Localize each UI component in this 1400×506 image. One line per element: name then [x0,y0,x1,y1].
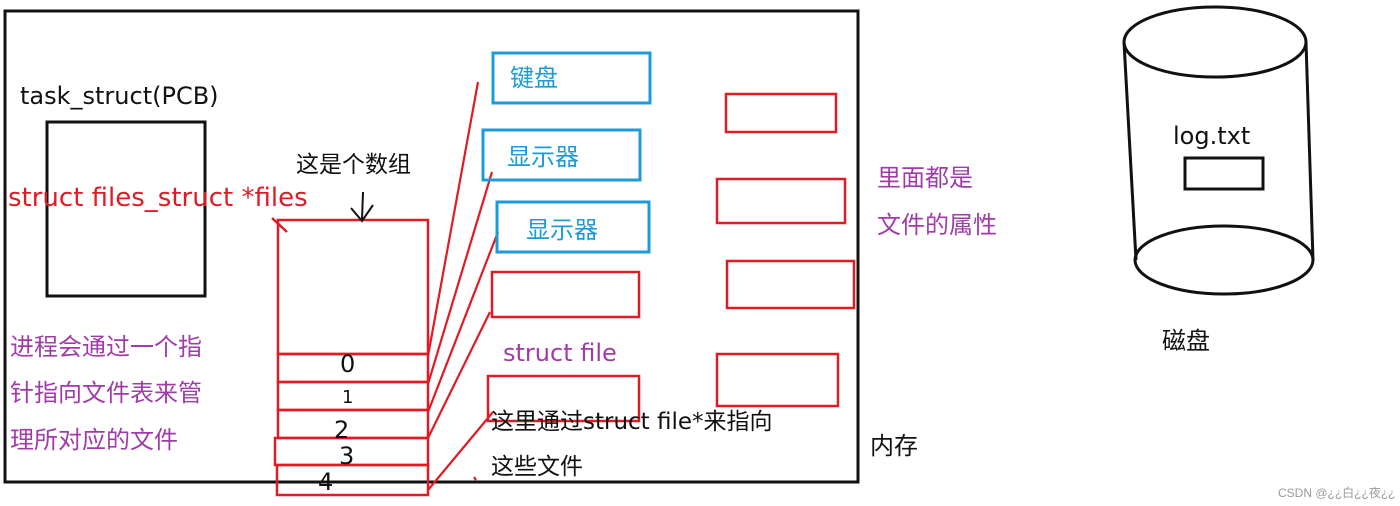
fd-index-1: 1 [342,387,354,408]
keyboard-box [491,51,652,105]
attr-box-2 [715,177,847,225]
process-note-line2: 针指向文件表来管 [10,379,202,407]
disk-file-label: log.txt [1173,122,1251,150]
fd-slot-4 [275,463,430,497]
disk-file-box [1183,156,1265,191]
device-boxes [481,51,652,254]
fd-slot-2 [276,408,430,440]
pcb-box [45,120,207,298]
attribute-note-line1: 里面都是 [877,164,973,192]
array-note: 这是个数组 [296,152,411,178]
pcb-title: task_struct(PCB) [20,82,219,110]
struct-file-box-a [490,270,641,319]
disk-label: 磁盘 [1162,327,1210,355]
fd-array-body [276,218,430,356]
display-box-1 [481,128,642,182]
memory-frame [3,9,860,484]
attr-box-3 [725,259,856,310]
attribute-boxes [715,92,856,408]
fd-index-3: 3 [339,442,355,470]
disk-cylinder [1122,5,1315,296]
pointer-note-line2: 这些文件 [491,454,583,480]
display-label-2: 显示器 [526,216,598,244]
memory-label: 内存 [870,432,918,460]
array-note-arrow [350,191,374,223]
watermark: CSDN @¿¿白¿¿夜¿¿ [1278,486,1396,500]
attribute-note-line2: 文件的属性 [877,211,997,239]
keyboard-label: 键盘 [510,64,558,92]
files-pointer-line [271,217,288,233]
attr-box-1 [724,92,838,134]
pointer-note-line1: 这里通过struct file*来指向 [491,409,773,435]
attr-box-4 [715,352,840,408]
process-note-line1: 进程会通过一个指 [10,333,202,361]
fd-index-2: 2 [334,416,350,444]
fd-index-0: 0 [340,350,356,378]
display-label-1: 显示器 [507,143,579,171]
struct-file-box-b [486,374,641,423]
struct-file-boxes [486,270,641,423]
fd-array [273,218,430,497]
process-note-line3: 理所对应的文件 [10,426,178,454]
pointer-lines [426,81,500,491]
display-box-2 [495,200,651,254]
files-pointer-label: struct files_struct *files [8,183,308,213]
struct-file-label: struct file [503,339,617,367]
fd-index-4: 4 [318,468,334,496]
